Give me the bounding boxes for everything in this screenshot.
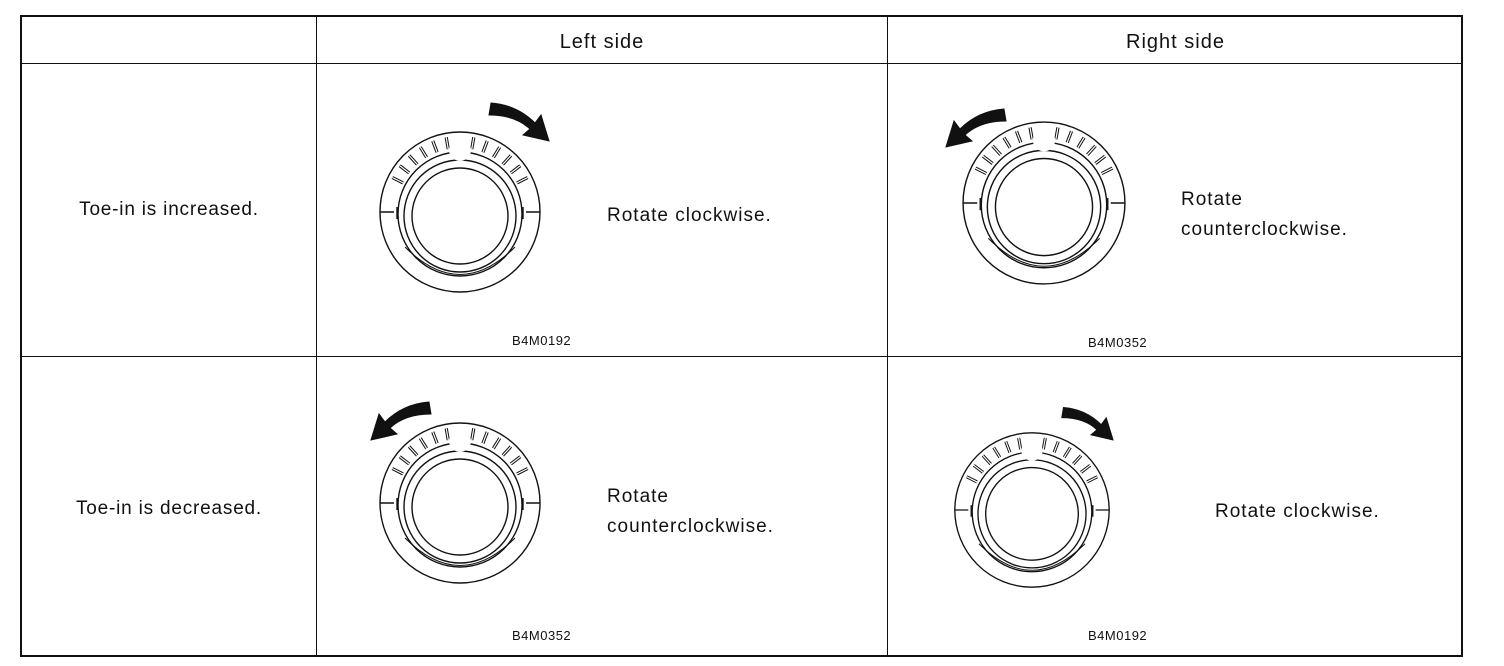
column-divider [316,17,317,655]
header-left-side: Left side [559,31,645,53]
eccentric-bolt-adjuster-icon [379,422,541,584]
cell-increased-right: Rotate counterclockwise. B4M0352 [888,65,1463,355]
row-divider [22,356,1461,357]
instruction-line: Rotate [607,486,669,507]
cell-increased-left: Rotate clockwise. B4M0192 [317,65,887,355]
toe-adjustment-table: Left side Right side Toe-in is increased… [20,15,1463,657]
eccentric-bolt-adjuster-icon [962,121,1126,285]
instruction-line: counterclockwise. [607,516,774,537]
figure-id: B4M0352 [1088,335,1148,350]
row-label-decreased: Toe-in is decreased. [75,498,263,519]
header-divider [22,63,1461,64]
figure-id: B4M0352 [512,628,572,643]
row-label-increased: Toe-in is increased. [79,199,259,220]
instruction-text: Rotate counterclockwise. [607,482,774,542]
figure-id: B4M0192 [1088,628,1148,643]
instruction-line: Rotate clockwise. [607,205,772,226]
instruction-line: Rotate clockwise. [1215,501,1380,522]
rotation-arrow-icon [945,108,1007,148]
instruction-text: Rotate clockwise. [1215,497,1380,527]
header-empty [22,17,316,65]
column-divider [887,17,888,655]
instruction-text: Rotate counterclockwise. [1181,185,1348,245]
instruction-text: Rotate clockwise. [607,201,772,231]
cell-decreased-right: Rotate clockwise. B4M0192 [888,358,1463,657]
eccentric-bolt-adjuster-icon [379,131,541,293]
rotation-arrow-icon [370,401,432,441]
cell-decreased-left: Rotate counterclockwise. B4M0352 [317,358,887,657]
instruction-line: Rotate [1181,189,1243,210]
header-right-side: Right side [1126,31,1225,53]
eccentric-bolt-adjuster-icon [954,432,1110,588]
rotation-arrow-icon [1061,406,1114,441]
figure-id: B4M0192 [512,333,572,348]
instruction-line: counterclockwise. [1181,219,1348,240]
rotation-arrow-icon [488,102,550,142]
